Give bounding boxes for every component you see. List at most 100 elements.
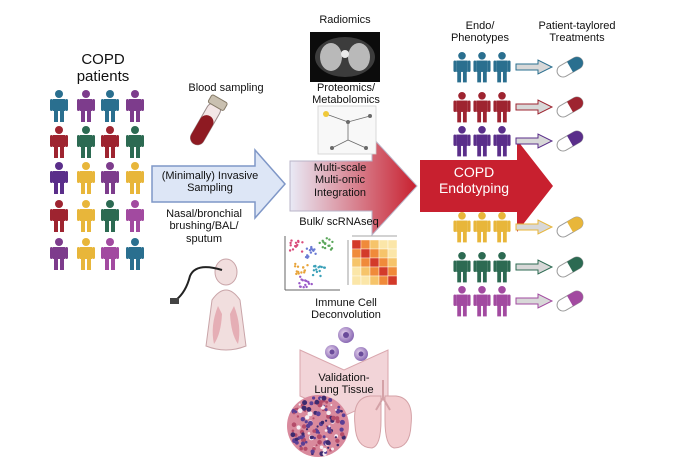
histology-cell — [305, 415, 310, 420]
person-icon — [126, 238, 144, 270]
histology-cell — [312, 396, 316, 400]
heatmap-cell — [360, 275, 371, 286]
umap-point — [303, 269, 307, 272]
person-icon — [453, 286, 471, 317]
person-icon — [473, 126, 491, 157]
umap-point — [312, 249, 315, 252]
umap-point — [298, 282, 301, 285]
histology-cell — [316, 434, 322, 440]
histology-cell — [320, 420, 325, 425]
person-icon — [473, 212, 491, 243]
heatmap-cell — [369, 266, 380, 277]
heatmap-cell — [378, 275, 389, 286]
umap-point — [322, 241, 325, 244]
histology-cell — [319, 445, 324, 450]
histology-cell — [316, 425, 319, 428]
histology-cell — [293, 412, 295, 415]
histology-cell — [297, 436, 301, 440]
histology-cell — [328, 398, 333, 402]
umap-point — [307, 255, 310, 258]
umap-point — [315, 270, 319, 274]
histology-cell — [300, 417, 305, 422]
histology-cell — [331, 447, 334, 451]
histology-cell — [307, 432, 311, 435]
heatmap-cell — [387, 266, 398, 277]
metabolic-pathway-icon — [317, 105, 377, 155]
histology-cell — [339, 427, 344, 432]
histology-cell — [331, 415, 336, 421]
histology-cell — [294, 437, 299, 442]
histology-cell — [314, 399, 320, 405]
person-icon — [453, 92, 471, 123]
histology-cell — [335, 416, 340, 421]
treatment-arrow — [515, 133, 554, 149]
histology-cell — [317, 431, 321, 434]
person-icon — [473, 252, 491, 283]
treatment-arrow — [515, 219, 554, 235]
histology-cell — [327, 446, 330, 449]
heatmap-cell — [369, 239, 380, 250]
person-icon — [473, 286, 491, 317]
bulk-scrnaseq-label: Bulk/ scRNAseq — [299, 216, 379, 228]
patient-treatments-label: Patient-taylored Treatments — [538, 20, 616, 45]
person-icon — [77, 162, 95, 194]
umap-point — [318, 269, 321, 273]
histology-cell — [315, 411, 321, 417]
treatment-arrow — [515, 259, 554, 275]
histology-cell — [305, 428, 309, 431]
histology-cell — [313, 436, 316, 440]
umap-point — [302, 266, 305, 269]
umap-point — [310, 245, 313, 249]
person-icon — [493, 126, 511, 157]
umap-point — [324, 242, 327, 245]
histology-cell — [302, 400, 308, 406]
immune-cell-icons — [325, 327, 368, 361]
heatmap-cell — [369, 248, 380, 259]
heatmap-cell — [369, 275, 380, 286]
person-icon — [50, 162, 68, 194]
umap-point — [305, 247, 309, 250]
histology-cell — [301, 405, 307, 411]
person-icon — [453, 212, 471, 243]
treatment-capsule-icon — [556, 290, 584, 312]
histology-cell — [328, 425, 331, 428]
umap-point — [296, 265, 300, 268]
histology-cell — [338, 409, 341, 413]
histology-cell — [300, 441, 306, 446]
invasive-sampling-arrow — [151, 148, 287, 220]
heatmap-cell — [351, 266, 362, 277]
histology-cell — [299, 446, 304, 451]
person-icon — [126, 126, 144, 158]
lung-tissue-histology — [287, 395, 349, 457]
histology-cell — [301, 424, 307, 429]
person-icon — [101, 162, 119, 194]
histology-cell — [310, 449, 315, 454]
umap-point — [310, 282, 313, 286]
person-icon — [77, 200, 95, 232]
heatmap-cell — [360, 257, 371, 268]
person-icon — [50, 238, 68, 270]
heatmap-cell — [378, 266, 389, 277]
heatmap-cell — [387, 275, 398, 286]
heatmap-cell — [369, 257, 380, 268]
bronchoscopy-icon — [170, 258, 247, 351]
histology-cell — [334, 436, 337, 439]
person-icon — [77, 126, 95, 158]
endo-phenotypes-label: Endo/ Phenotypes — [450, 20, 510, 45]
umap-scatter-plot — [284, 236, 340, 291]
person-icon — [126, 200, 144, 232]
histology-cell — [291, 422, 297, 428]
umap-point — [320, 265, 323, 269]
treatment-arrow — [515, 293, 554, 309]
histology-cell — [339, 419, 345, 425]
histology-cell — [325, 419, 328, 422]
histology-cell — [296, 425, 301, 430]
umap-point — [295, 244, 298, 247]
histology-cell — [325, 440, 331, 446]
person-icon — [493, 212, 511, 243]
histology-cell — [294, 410, 298, 414]
umap-point — [293, 265, 297, 268]
histology-cell — [322, 435, 326, 439]
umap-point — [297, 240, 300, 244]
